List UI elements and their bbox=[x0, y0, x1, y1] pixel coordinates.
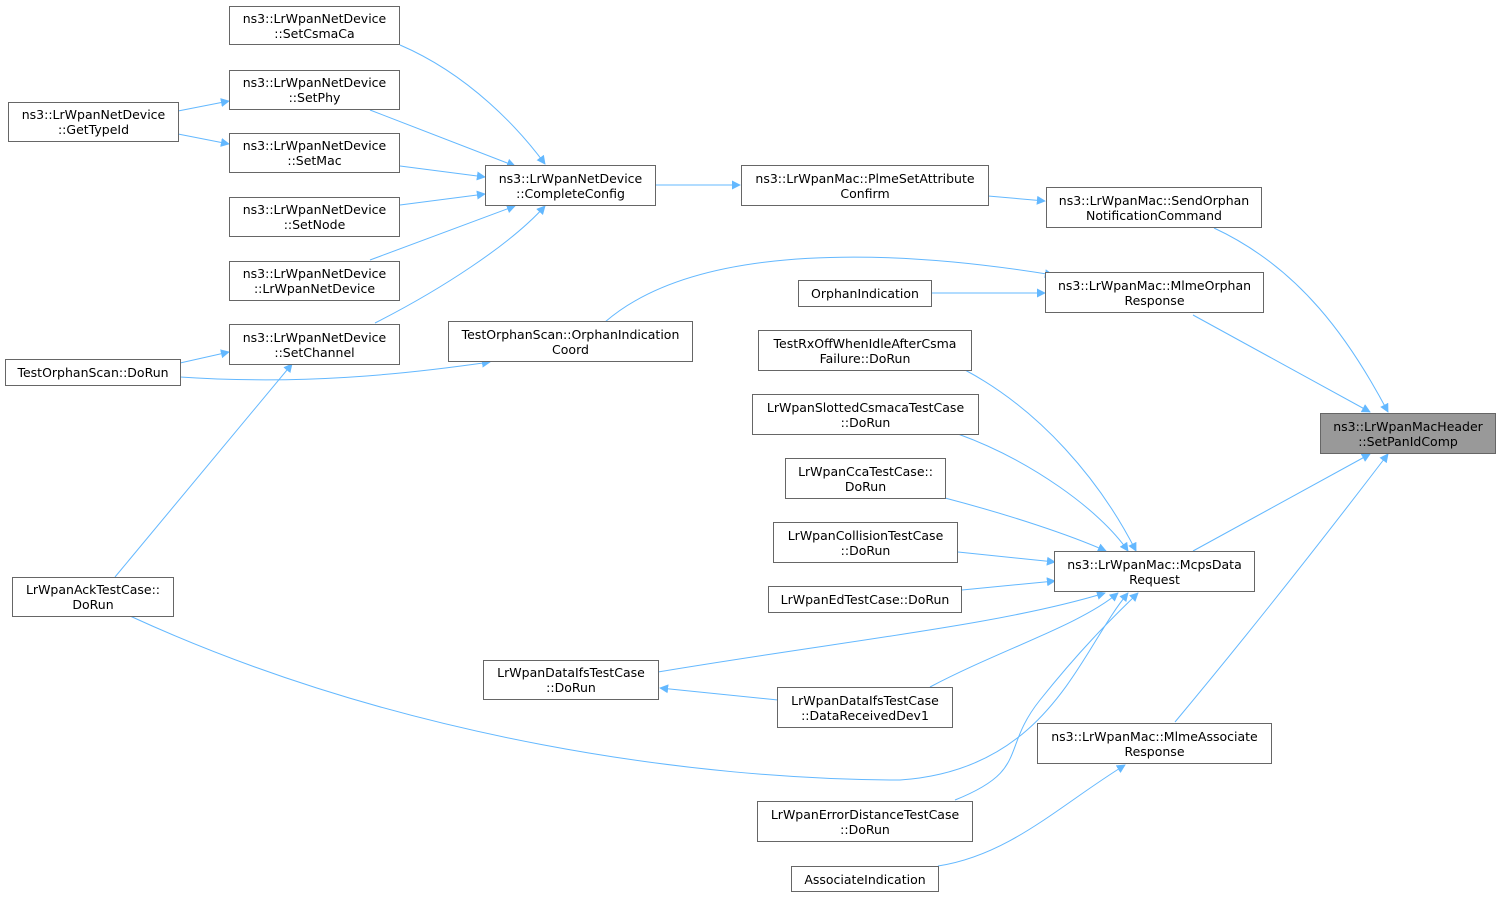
node-setcsmaca[interactable]: ns3::LrWpanNetDevice::SetCsmaCa bbox=[229, 6, 400, 45]
edge-testorphan-orphanindcoord bbox=[179, 358, 491, 381]
edge-mcpsdata-setpanidcomp bbox=[1192, 453, 1371, 552]
node-setpanidcomp: ns3::LrWpanMacHeader::SetPanIdComp bbox=[1320, 413, 1496, 454]
edge-slotted-mcpsdata bbox=[957, 433, 1129, 552]
edge-cca-mcpsdata bbox=[944, 497, 1107, 552]
node-gettypeid[interactable]: ns3::LrWpanNetDevice::GetTypeId bbox=[8, 102, 179, 142]
node-setmac[interactable]: ns3::LrWpanNetDevice::SetMac bbox=[229, 133, 400, 173]
node-dataifs-datareceived[interactable]: LrWpanDataIfsTestCase::DataReceivedDev1 bbox=[777, 687, 953, 728]
edge-errordistance-mcpsdata bbox=[954, 592, 1139, 801]
edge-associndication-mlmeassoc bbox=[937, 764, 1126, 867]
node-setphy[interactable]: ns3::LrWpanNetDevice::SetPhy bbox=[229, 70, 400, 110]
edge-setcsmaca-completeconfig bbox=[399, 44, 546, 165]
edge-testrxoff-mcpsdata bbox=[964, 369, 1137, 552]
edge-dataifsdorun-mcpsdata bbox=[657, 591, 1106, 673]
node-dataifs-dorun[interactable]: LrWpanDataIfsTestCase::DoRun bbox=[483, 660, 659, 700]
edge-collision-mcpsdata bbox=[957, 551, 1056, 566]
node-ccatestcase[interactable]: LrWpanCcaTestCase::DoRun bbox=[785, 458, 946, 499]
edge-dataifsrecv-mcpsdata bbox=[929, 592, 1119, 688]
node-orphanindication[interactable]: OrphanIndication bbox=[798, 280, 932, 307]
node-setchannel[interactable]: ns3::LrWpanNetDevice::SetChannel bbox=[229, 324, 400, 365]
node-completeconfig[interactable]: ns3::LrWpanNetDevice::CompleteConfig bbox=[485, 165, 656, 206]
node-lrwpannetdevice-ctor[interactable]: ns3::LrWpanNetDevice::LrWpanNetDevice bbox=[229, 261, 400, 301]
edge-acktest-mcpsdata bbox=[129, 592, 1129, 781]
node-acktestcase[interactable]: LrWpanAckTestCase::DoRun bbox=[12, 577, 174, 617]
edge-mlmeassoc-setpanidcomp bbox=[1174, 453, 1389, 723]
edge-lrwpannetdevice-completeconfig bbox=[369, 204, 516, 261]
node-slottedcsmaca[interactable]: LrWpanSlottedCsmacaTestCase::DoRun bbox=[752, 394, 979, 435]
edge-acktest-setchannel bbox=[114, 363, 293, 578]
edge-setnode-completeconfig bbox=[399, 190, 486, 206]
node-setnode[interactable]: ns3::LrWpanNetDevice::SetNode bbox=[229, 197, 400, 237]
edge-setmac-completeconfig bbox=[399, 165, 486, 181]
edge-sendorphan-setpanidcomp bbox=[1213, 227, 1389, 413]
edge-plmesetattr-sendorphan bbox=[987, 195, 1046, 205]
node-edtestcase[interactable]: LrWpanEdTestCase::DoRun bbox=[768, 586, 962, 613]
edge-edtest-mcpsdata bbox=[961, 577, 1056, 591]
edge-orphanindcoord-mlmeorphan bbox=[604, 256, 1054, 323]
edge-testorphan-setchannel bbox=[179, 349, 230, 364]
node-associateindication[interactable]: AssociateIndication bbox=[791, 866, 939, 892]
edge-gettypeid-setphy bbox=[177, 98, 230, 112]
node-collisiontestcase[interactable]: LrWpanCollisionTestCase::DoRun bbox=[773, 522, 958, 563]
node-errordistance[interactable]: LrWpanErrorDistanceTestCase::DoRun bbox=[757, 801, 973, 842]
node-testorphanscan-dorun[interactable]: TestOrphanScan::DoRun bbox=[5, 359, 181, 386]
edge-mlmeorphan-setpanidcomp bbox=[1192, 314, 1371, 413]
edge-dataifsrecv-dataifsdorun bbox=[659, 684, 779, 701]
edge-setphy-completeconfig bbox=[369, 109, 516, 168]
edge-gettypeid-setmac bbox=[177, 133, 230, 147]
edge-setchannel-completeconfig bbox=[374, 205, 546, 324]
